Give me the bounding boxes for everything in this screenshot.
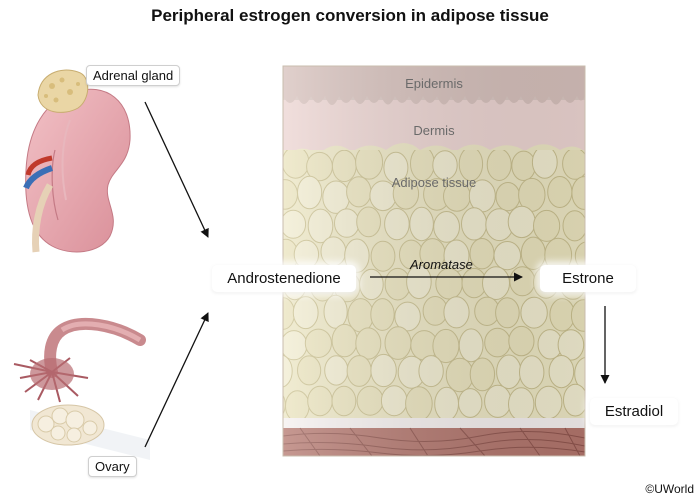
pathway-arrows — [144, 101, 610, 448]
aromatase-label: Aromatase — [410, 257, 473, 272]
androstenedione-node: Androstenedione — [212, 265, 356, 292]
renal-vein — [23, 165, 53, 190]
adrenal-gland-shape — [37, 69, 89, 113]
copyright-credit: ©UWorld — [645, 482, 694, 496]
adrenal-gland-label: Adrenal gland — [86, 65, 181, 86]
adipocyte-cell — [256, 207, 282, 236]
tissue-block — [256, 65, 586, 457]
dermis-label: Dermis — [413, 123, 455, 138]
ovary-illustration — [13, 318, 150, 460]
block-shading — [283, 66, 585, 456]
adipocyte-cell — [283, 394, 286, 415]
arrow-ovary-to-androstenedione — [144, 312, 209, 448]
adipocyte-cell — [259, 151, 283, 180]
estrone-node: Estrone — [540, 265, 636, 292]
epidermis-label: Epidermis — [405, 76, 463, 91]
kidney-adrenal-illustration — [23, 69, 131, 253]
renal-artery — [25, 155, 53, 176]
kidney-shape — [25, 88, 131, 253]
adipocyte-cell — [258, 330, 282, 361]
estradiol-node: Estradiol — [590, 398, 678, 425]
diagram-title: Peripheral estrogen conversion in adipos… — [151, 6, 549, 25]
ovary-label: Ovary — [88, 456, 137, 477]
adipose-tissue-label: Adipose tissue — [391, 175, 477, 190]
arrow-adrenal-to-androstenedione — [144, 101, 209, 238]
ureter — [32, 183, 54, 253]
